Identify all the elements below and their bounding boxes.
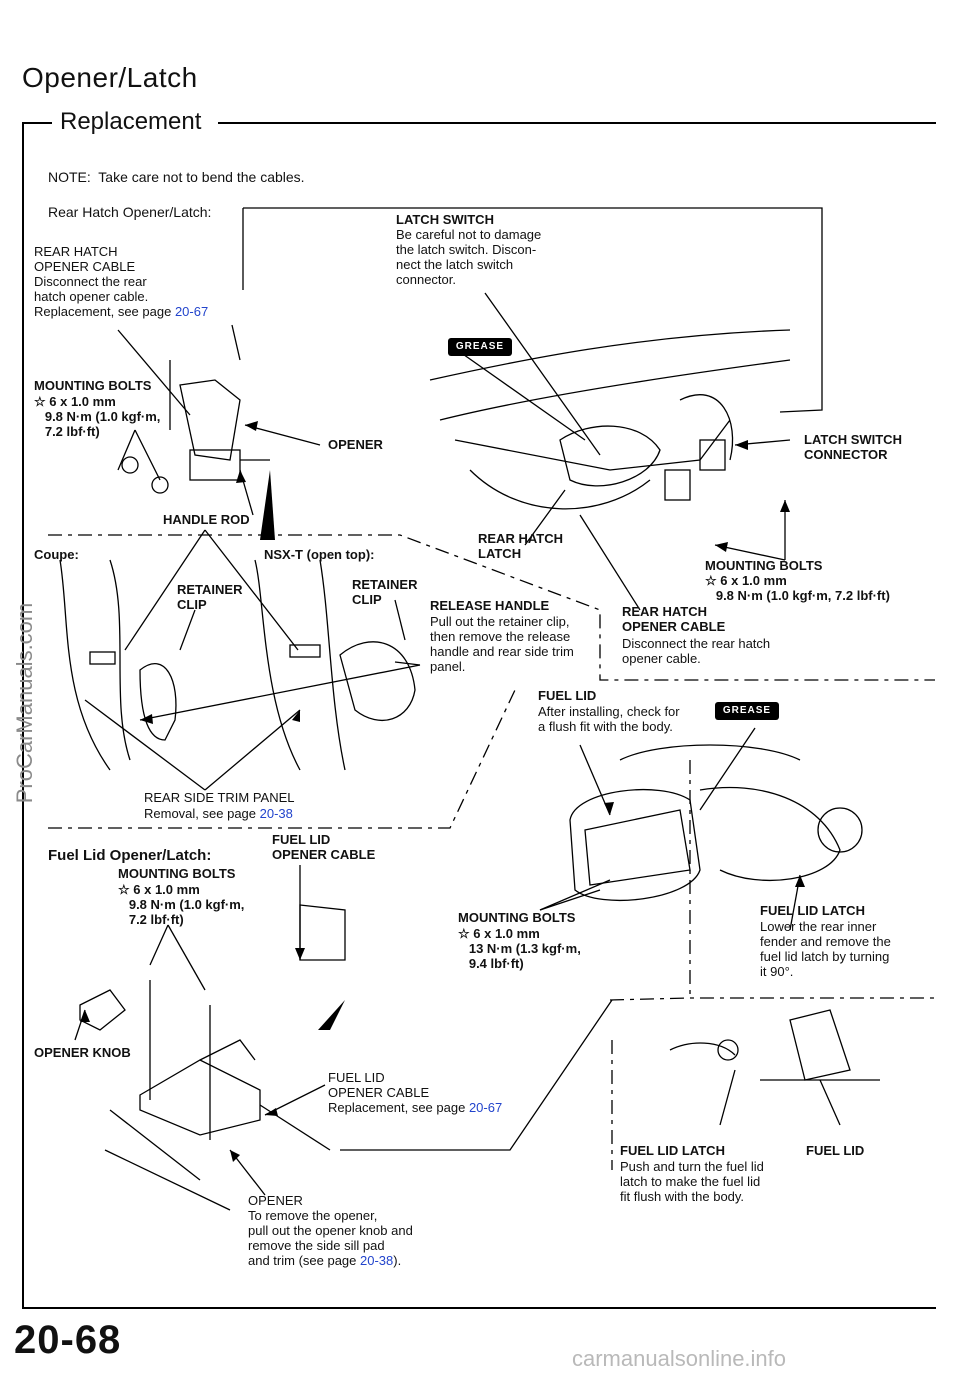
fuel-mounting-bolts-left-text: ☆ 6 x 1.0 mm 9.8 N·m (1.0 kgf·m, 7.2 lbf…	[118, 882, 245, 927]
grease-tag-rear-hatch: GREASE	[448, 338, 512, 356]
fuel-lid-top-text: After installing, check for a flush fit …	[538, 704, 680, 734]
rear-hatch-opener-cable-title: REAR HATCH OPENER CABLE	[34, 244, 136, 274]
fuel-mounting-bolts-mid-title: MOUNTING BOLTS	[458, 910, 576, 925]
coupe-label: Coupe:	[34, 547, 79, 562]
rear-hatch-cable-right-title: REAR HATCH OPENER CABLE	[622, 604, 726, 634]
fuel-opener-text: OPENER To remove the opener, pull out th…	[248, 1193, 413, 1268]
section-subtitle: Replacement	[60, 108, 202, 135]
rear-hatch-opener-cable-ref[interactable]: 20-67	[174, 304, 209, 319]
fuel-cable-replacement-ref[interactable]: 20-67	[468, 1100, 503, 1115]
fuel-lid-latch-bottom-text: Push and turn the fuel lid latch to make…	[620, 1159, 764, 1204]
rear-hatch-latch-label: REAR HATCH LATCH	[478, 531, 563, 561]
handle-rod-label: HANDLE ROD	[163, 512, 250, 527]
subtitle-rule	[218, 122, 936, 124]
release-handle-text: Pull out the retainer clip, then remove …	[430, 614, 574, 674]
subtitle-rule-left	[22, 122, 52, 124]
fuel-lid-bottom-title: FUEL LID	[806, 1143, 865, 1158]
latch-switch-title: LATCH SWITCH	[396, 212, 494, 227]
fuel-lid-cable-title: FUEL LID OPENER CABLE	[272, 832, 376, 862]
retainer-clip-right-label: RETAINER CLIP	[352, 577, 418, 607]
fuel-opener-ref[interactable]: 20-38	[360, 1253, 394, 1268]
mounting-bolts-right-title: MOUNTING BOLTS	[705, 558, 823, 573]
fuel-lid-latch-text: Lower the rear inner fender and remove t…	[760, 919, 891, 979]
side-trim-ref[interactable]: 20-38	[259, 806, 293, 821]
watermark-foot: carmanualsonline.info	[572, 1346, 787, 1371]
fuel-mounting-bolts-mid-text: ☆ 6 x 1.0 mm 13 N·m (1.3 kgf·m, 9.4 lbf·…	[458, 926, 581, 971]
retainer-clip-left-label: RETAINER CLIP	[177, 582, 243, 612]
rear-hatch-heading: Rear Hatch Opener/Latch:	[48, 204, 212, 220]
fuel-mounting-bolts-left-title: MOUNTING BOLTS	[118, 866, 236, 881]
page-number: 20-68	[14, 1318, 122, 1362]
release-handle-title: RELEASE HANDLE	[430, 598, 550, 613]
side-trim-title: REAR SIDE TRIM PANEL	[144, 790, 295, 805]
latch-switch-text: Be careful not to damage the latch switc…	[396, 227, 542, 287]
grease-tag-fuel-lid: GREASE	[715, 702, 779, 720]
fuel-cable-replacement-text: FUEL LID OPENER CABLE Replacement, see p…	[328, 1070, 466, 1115]
side-trim-text: Removal, see page	[144, 806, 260, 821]
rear-hatch-cable-right-text: Disconnect the rear hatch opener cable.	[622, 636, 771, 666]
page-title: Opener/Latch	[22, 62, 198, 93]
fuel-lid-latch-bottom-title: FUEL LID LATCH	[620, 1143, 725, 1158]
note-text: NOTE: Take care not to bend the cables.	[48, 169, 305, 185]
opener-label: OPENER	[328, 437, 383, 452]
latch-switch-connector-label: LATCH SWITCH CONNECTOR	[804, 432, 902, 462]
mounting-bolts-right-text: ☆ 6 x 1.0 mm 9.8 N·m (1.0 kgf·m, 7.2 lbf…	[705, 573, 890, 603]
fuel-lid-top-title: FUEL LID	[538, 688, 597, 703]
fuel-opener-tail: ).	[393, 1253, 402, 1268]
opener-knob-label: OPENER KNOB	[34, 1045, 131, 1060]
fuel-lid-opener-heading: Fuel Lid Opener/Latch:	[48, 847, 212, 864]
frame-bottom-border	[22, 1307, 936, 1309]
fuel-lid-latch-title: FUEL LID LATCH	[760, 903, 865, 918]
watermark-side: ProCarManuals.com	[12, 602, 37, 804]
mounting-bolts-left-text: ☆ 6 x 1.0 mm 9.8 N·m (1.0 kgf·m, 7.2 lbf…	[34, 394, 161, 439]
rear-hatch-opener-cable-text: Disconnect the rear hatch opener cable. …	[34, 274, 172, 319]
nsx-label: NSX-T (open top):	[264, 547, 375, 562]
frame-left-border	[22, 122, 24, 1309]
mounting-bolts-left-title: MOUNTING BOLTS	[34, 378, 152, 393]
